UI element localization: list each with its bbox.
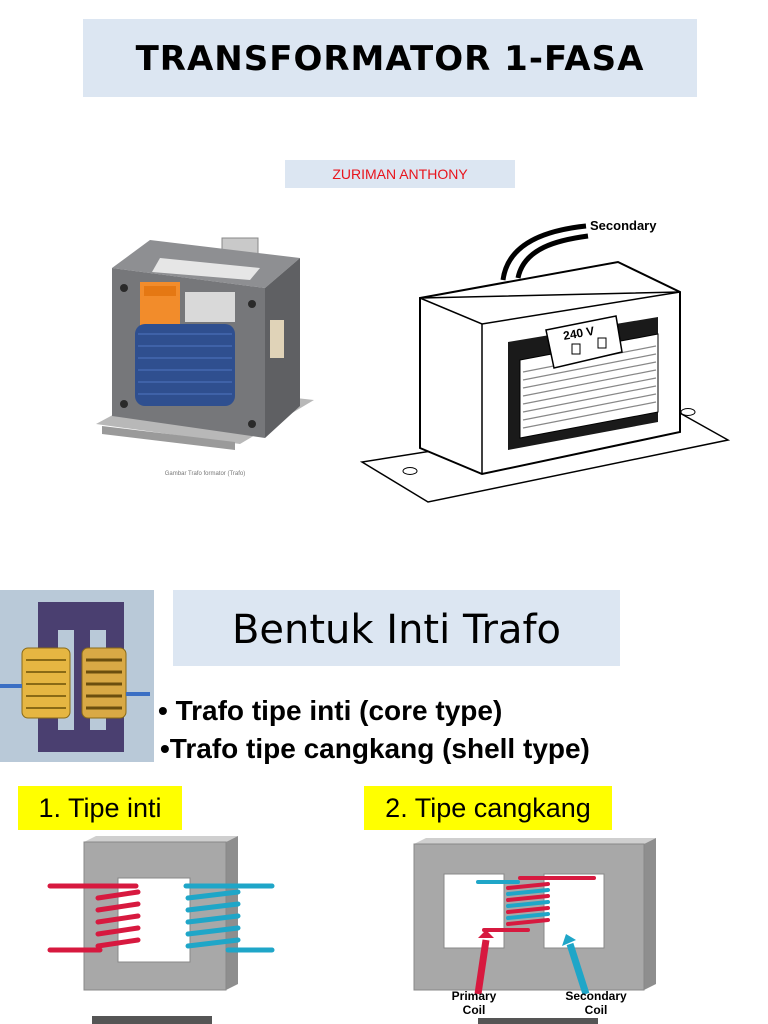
image-caption: Gambar Trafo formator (Trafo) — [164, 471, 246, 477]
transformer-photo — [96, 237, 314, 450]
primary-coil-label-line2: Coil — [463, 1003, 486, 1017]
core-photo — [0, 590, 154, 762]
shell-type-diagram: Primary Coil Secondary Coil — [413, 838, 656, 1024]
author-name: ZURIMAN ANTHONY — [332, 166, 468, 182]
secondary-label: Secondary — [590, 218, 657, 233]
title-banner — [83, 19, 697, 97]
secondary-coil-label-line2: Coil — [585, 1003, 608, 1017]
voltage-label: 240 V — [562, 324, 595, 343]
secondary-coil-label-line1: Secondary — [565, 989, 627, 1003]
bullet-shell-type: •Trafo tipe cangkang (shell type) — [160, 733, 590, 764]
bullet-core-type: • Trafo tipe inti (core type) — [158, 695, 503, 726]
type1-label: 1. Tipe inti — [18, 786, 182, 830]
page-title: TRANSFORMATOR 1-FASA — [135, 39, 645, 79]
section-heading: Bentuk Inti Trafo — [231, 607, 562, 653]
heading-banner — [173, 590, 620, 666]
primary-coil-label-line1: Primary — [452, 989, 497, 1003]
type2-label: 2. Tipe cangkang — [364, 786, 612, 830]
core-type-diagram — [47, 836, 275, 1024]
transformer-line-diagram: Secondary 240 V — [359, 218, 731, 503]
author-banner — [285, 160, 515, 188]
